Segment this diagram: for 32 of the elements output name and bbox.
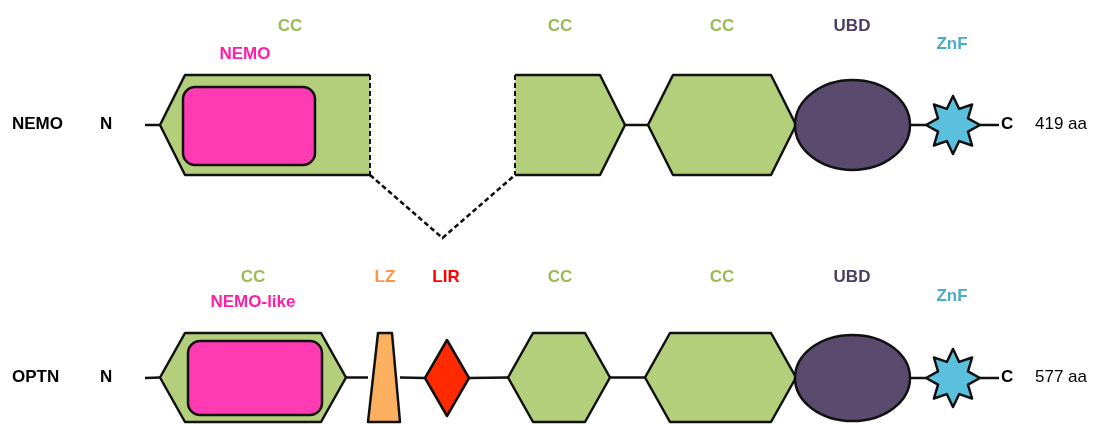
domain-label: ZnF xyxy=(936,286,968,306)
backbone-line xyxy=(145,123,160,127)
domain-label: NEMO-like xyxy=(210,292,296,312)
backbone-line xyxy=(346,376,368,379)
backbone-line xyxy=(980,123,999,127)
domain-label: CC xyxy=(277,16,303,36)
domain-label: NEMO xyxy=(219,44,271,64)
backbone-line xyxy=(980,376,999,380)
domain-label: UBD xyxy=(833,16,871,36)
domain-label: UBD xyxy=(833,267,871,287)
domain-label: LIR xyxy=(432,267,460,287)
domain-label: LZ xyxy=(374,267,396,287)
backbone-line xyxy=(399,376,426,380)
domain-label: CC xyxy=(547,16,573,36)
terminus-label: N xyxy=(100,367,113,387)
backbone-line xyxy=(610,376,645,379)
protein-length: 577 aa xyxy=(1035,367,1087,387)
domain-label: CC xyxy=(709,267,735,287)
protein-length: 419 aa xyxy=(1035,114,1087,134)
terminus-label: N xyxy=(100,114,113,134)
domain-label: CC xyxy=(547,267,573,287)
terminus-label: C xyxy=(999,114,1014,134)
backbone-line xyxy=(144,376,161,380)
domain-label: CC xyxy=(240,267,266,287)
terminus-label: C xyxy=(999,367,1014,387)
dashed-connector xyxy=(369,174,516,240)
protein-name: OPTN xyxy=(12,367,60,387)
domain-label: CC xyxy=(709,16,735,36)
domain-label: ZnF xyxy=(936,34,968,54)
protein-name: NEMO xyxy=(12,114,63,134)
backbone-line xyxy=(469,376,508,380)
backbone-line xyxy=(625,123,648,127)
